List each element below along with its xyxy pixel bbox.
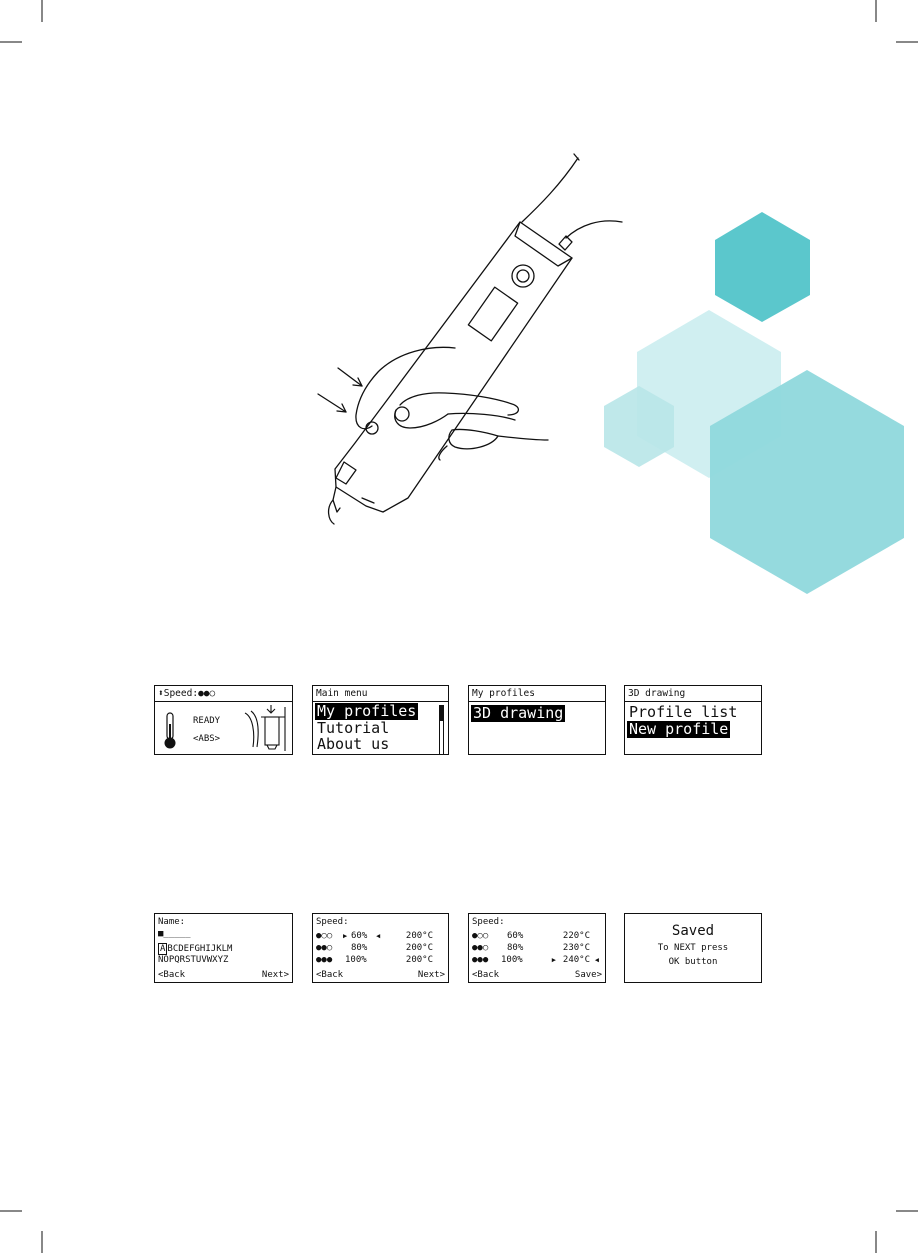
status-ready: READY [193,716,221,726]
alphabet-row-2[interactable]: NOPQRSTUVWXYZ [158,955,229,965]
screen-my-profiles: My profiles 3D drawing [468,685,606,755]
hexagon-large [710,370,904,594]
menu-item-my-profiles[interactable]: My profiles [315,702,419,720]
screen-status: ⬍Speed:●●○ READY <ABS> [154,685,293,755]
temp-3[interactable]: 240°C [562,955,590,965]
saved-title: Saved [671,923,715,939]
speed-dots-1: ●○○ [472,931,489,941]
screen-saved: Saved To NEXT press OK button [624,913,762,983]
back-button[interactable]: <Back [472,970,500,980]
speed-label: Speed: [472,917,505,927]
speed-pct-2[interactable]: 80% [351,943,368,953]
speed-dots: ●●○ [198,688,216,699]
drawing-header: 3D drawing [625,686,761,702]
hexagon-small [604,386,674,467]
name-cursor[interactable]: ■_____ [158,929,191,939]
temp-2[interactable]: 230°C [562,943,590,953]
saved-line-1: To NEXT press [657,943,729,953]
speed-dots-2: ●●○ [316,943,333,953]
selector-arrow-left-icon: ▶ [343,932,348,940]
thermometer-icon [164,712,176,749]
status-material: <ABS> [193,734,221,744]
menu-item-tutorial[interactable]: Tutorial [317,719,390,737]
speed-pct-2: 80% [507,943,524,953]
profiles-header: My profiles [469,686,605,702]
next-button[interactable]: Next> [417,970,445,980]
selector-arrow-left-icon: ▶ [551,956,556,964]
saved-line-2: OK button [668,957,718,967]
screen-temperature-settings: Speed: ●○○ 60% 220°C ●●○ 80% 230°C ●●● 1… [468,913,606,983]
screen-speed-settings: Speed: ●○○ ▶ 60% ◀ 200°C ●●○ 80% 200°C ●… [312,913,449,983]
selected-letter[interactable]: A [158,943,168,955]
temp-3: 200°C [405,955,433,965]
speed-pct-1[interactable]: 60% [351,931,368,941]
dial-icon [511,264,535,288]
speed-dots-3: ●●● [316,955,333,965]
arrow-upper [337,367,363,387]
speed-dots-3: ●●● [472,955,489,965]
pen-body [334,221,573,513]
menu-item-profile-list[interactable]: Profile list [629,703,738,721]
temp-1: 200°C [405,931,433,941]
speed-label: Speed: [316,917,349,927]
menu-item-new-profile[interactable]: New profile [627,720,731,738]
temp-2: 200°C [405,943,433,953]
back-button[interactable]: <Back [158,970,186,980]
selector-arrow-right-icon: ◀ [594,956,599,964]
status-header: ⬍Speed:●●○ [155,686,292,702]
screen-3d-drawing: 3D drawing Profile list New profile [624,685,762,755]
menu-header: Main menu [313,686,448,702]
save-button[interactable]: Save> [574,970,602,980]
pen-nozzle-icon [244,705,286,751]
menu-item-about-us[interactable]: About us [317,735,390,753]
updown-icon: ⬍ [158,688,164,699]
arrow-lower [317,393,347,413]
screen-main-menu: Main menu My profiles Tutorial About us [312,685,449,755]
name-label: Name: [158,917,186,927]
speed-dots-1: ●○○ [316,931,333,941]
next-button[interactable]: Next> [261,970,289,980]
menu-scrollbar[interactable] [439,705,444,754]
temp-1[interactable]: 220°C [562,931,590,941]
speed-pct-3[interactable]: 100% [345,955,367,965]
menu-item-3d-drawing[interactable]: 3D drawing [471,704,566,722]
selector-arrow-right-icon: ◀ [376,932,381,940]
speed-pct-1: 60% [507,931,524,941]
hexagon-dark [715,212,810,322]
speed-pct-3: 100% [501,955,523,965]
speed-dots-2: ●●○ [472,943,489,953]
back-button[interactable]: <Back [316,970,344,980]
